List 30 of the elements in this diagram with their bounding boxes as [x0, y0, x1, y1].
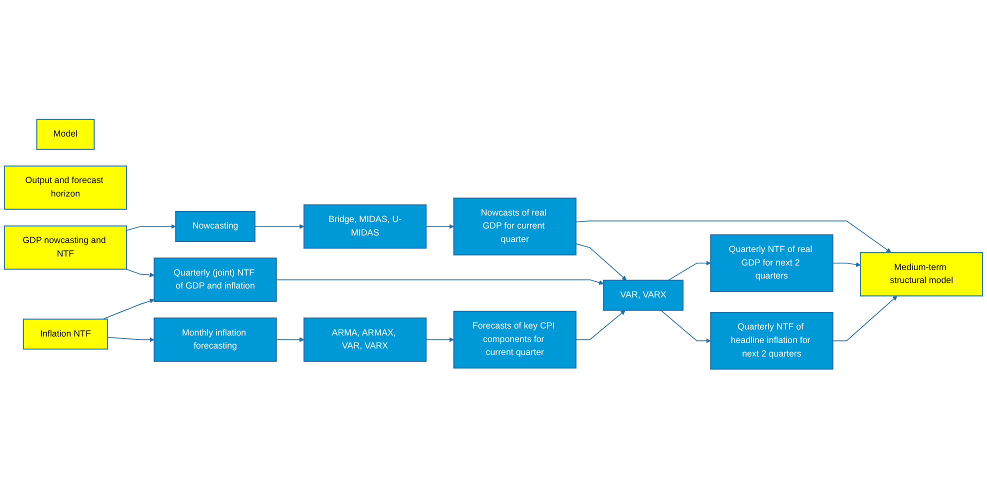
- arrow: [426, 224, 454, 229]
- arrow: [660, 310, 711, 343]
- arrow: [832, 262, 861, 267]
- arrow: [426, 336, 454, 342]
- node-box: Quarterly NTF of headline inflation for next 2 quarters: [710, 312, 834, 370]
- arrow: [575, 310, 626, 340]
- node-box: Model: [36, 118, 95, 150]
- node-box: Output and forecast horizon: [4, 165, 128, 210]
- node-box: ARMA, ARMAX, VAR, VARX: [304, 317, 427, 362]
- arrow: [126, 268, 154, 278]
- arrow: [254, 224, 304, 229]
- node-box: Forecasts of key CPI components for current quarter: [453, 310, 576, 368]
- arrow: [668, 260, 711, 280]
- arrow: [832, 295, 898, 341]
- node-box: Monthly inflation forecasting: [154, 317, 277, 362]
- arrow: [276, 279, 604, 285]
- arrow: [575, 243, 627, 280]
- node-box: Quarterly NTF of real GDP for next 2 quarters: [710, 234, 834, 292]
- node-box: Nowcasts of real GDP for current quarter: [453, 197, 576, 256]
- arrow: [575, 220, 892, 253]
- node-box: Nowcasting: [175, 210, 256, 242]
- arrow: [276, 336, 304, 342]
- arrow: [126, 224, 176, 231]
- node-box: GDP nowcasting and NTF: [4, 225, 128, 270]
- node-box: Bridge, MIDAS, U-MIDAS: [304, 204, 427, 248]
- node-box: Medium-term structural model: [860, 252, 984, 296]
- node-box: VAR, VARX: [603, 280, 684, 311]
- node-box: Inflation NTF: [22, 318, 108, 350]
- arrow: [107, 336, 154, 342]
- node-box: Quarterly (joint) NTF of GDP and inflation: [154, 257, 277, 302]
